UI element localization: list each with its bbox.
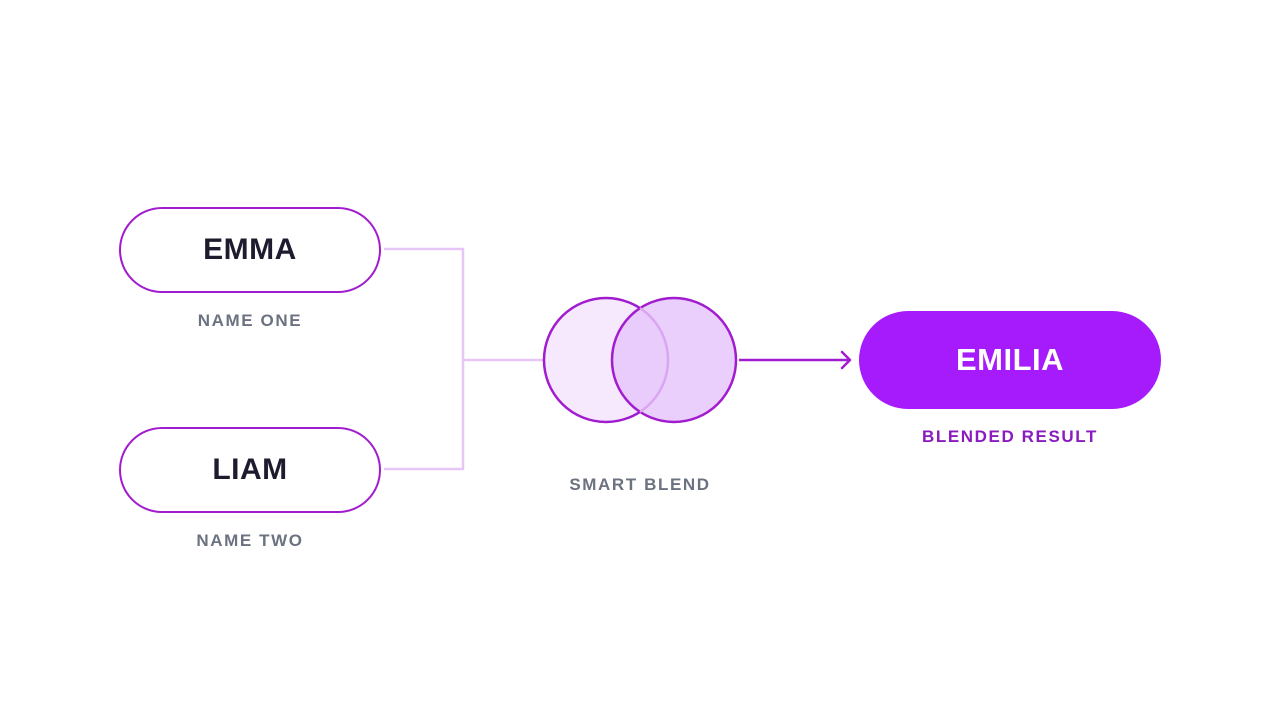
blended-result-pill: EMILIA (859, 311, 1161, 409)
smart-blend-caption: SMART BLEND (569, 475, 711, 494)
name-one-caption: NAME ONE (197, 311, 303, 330)
arrow-to-result-icon (840, 350, 852, 370)
name-one-text: EMMA (203, 233, 297, 266)
name-one-pill: EMMA (119, 207, 381, 293)
connector-name-one (384, 247, 465, 360)
connector-name-two (384, 360, 465, 471)
name-two-pill: LIAM (119, 427, 381, 513)
name-two-text: LIAM (212, 453, 288, 486)
blend-circle-right (610, 296, 738, 424)
blended-result-caption: BLENDED RESULT (921, 427, 1099, 446)
blend-overlap-outline (639, 307, 670, 413)
name-two-caption: NAME TWO (196, 531, 304, 550)
blended-result-text: EMILIA (955, 342, 1065, 377)
